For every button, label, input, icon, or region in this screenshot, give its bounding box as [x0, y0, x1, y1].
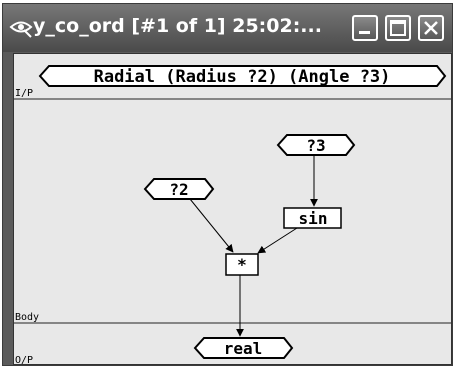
sin-function-node[interactable]: [283, 207, 342, 229]
program-window: y_co_ord [#1 of 1] 25:02:...: [2, 3, 453, 366]
maximize-icon: [390, 20, 406, 36]
radius-variable-node[interactable]: [143, 178, 215, 200]
sin-function-label: sin: [299, 209, 328, 228]
close-icon: [424, 21, 438, 35]
dataflow-diagram: I/P Body O/P Radial (Radius ?2) (Angle ?…: [14, 65, 451, 364]
output-section-label: O/P: [15, 355, 33, 364]
minimize-button[interactable]: [352, 15, 378, 41]
output-node[interactable]: [193, 337, 294, 359]
maximize-button[interactable]: [385, 15, 411, 41]
multiply-node[interactable]: [225, 253, 259, 276]
input-pattern-node[interactable]: [38, 65, 447, 87]
radius-variable-label: ?2: [169, 180, 188, 199]
diagram-canvas[interactable]: I/P Body O/P Radial (Radius ?2) (Angle ?…: [13, 53, 452, 365]
input-pattern-label: Radial (Radius ?2) (Angle ?3): [94, 67, 391, 87]
body-section-label: Body: [15, 312, 39, 323]
close-button[interactable]: [418, 15, 444, 41]
angle-variable-label: ?3: [306, 136, 325, 155]
input-section-label: I/P: [15, 88, 33, 99]
minimize-icon: [359, 31, 370, 34]
angle-variable-node[interactable]: [276, 134, 356, 156]
output-label: real: [224, 339, 263, 358]
title-bar[interactable]: y_co_ord [#1 of 1] 25:02:...: [3, 4, 452, 52]
eye-arrow-icon: [9, 21, 33, 38]
window-title: y_co_ord [#1 of 1] 25:02:...: [33, 15, 322, 37]
sin-to-multiply-arrow: [257, 227, 298, 254]
radius-to-multiply-arrow: [189, 198, 234, 253]
multiply-label: *: [237, 255, 247, 274]
